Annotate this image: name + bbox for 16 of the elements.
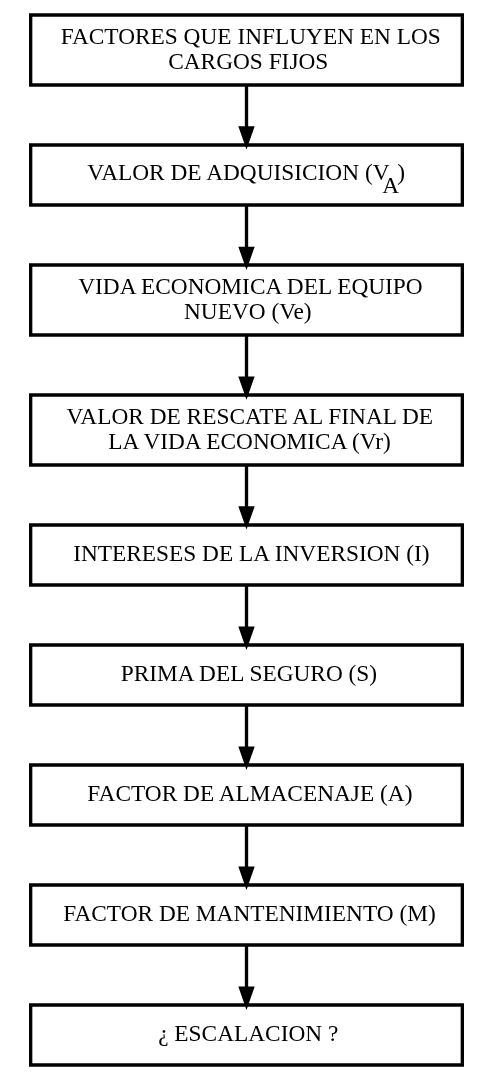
- arrow: [238, 945, 255, 1010]
- arrow: [238, 205, 255, 270]
- arrow: [238, 825, 255, 890]
- node-box: FACTOR DE ALMACENAJE (A): [29, 763, 464, 827]
- node-box: PRIMA DEL SEGURO (S): [29, 643, 464, 707]
- node-box: FACTOR DE MANTENIMIENTO (M): [29, 883, 464, 947]
- node-box: INTERESES DE LA INVERSION (I): [29, 523, 464, 587]
- node-box: VALOR DE RESCATE AL FINAL DE LA VIDA ECONOMICA (Vr): [29, 393, 464, 467]
- arrow: [238, 705, 255, 770]
- node-box: VIDA ECONOMICA DEL EQUIPO NUEVO (Ve): [29, 263, 464, 337]
- arrow: [238, 585, 255, 650]
- arrow: [238, 85, 255, 150]
- arrow: [238, 335, 255, 400]
- node-box: ¿ ESCALACION ?: [29, 1003, 464, 1067]
- node-box: FACTORES QUE INFLUYEN EN LOS CARGOS FIJOS: [29, 13, 464, 87]
- arrow: [238, 465, 255, 530]
